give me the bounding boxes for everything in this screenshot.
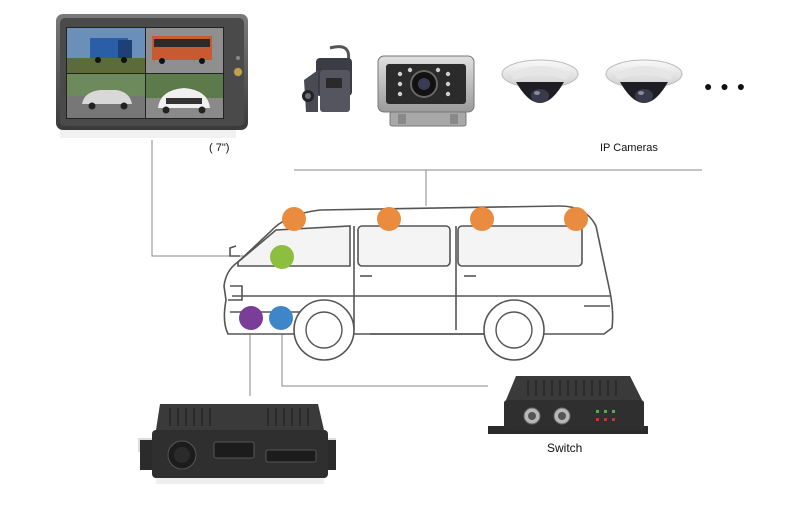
marker-purple-dvr [239, 306, 263, 330]
marker-orange-2 [377, 207, 401, 231]
network-switch [488, 376, 648, 434]
marker-orange-4 [564, 207, 588, 231]
more-cameras-dots: ● ● ● [704, 78, 748, 94]
camera-markers [239, 207, 588, 330]
van-rear-wheel [483, 299, 545, 361]
monitor-size-label: ( 7") [209, 142, 230, 154]
dome-camera-2 [605, 59, 683, 103]
bullet-box-camera [377, 55, 475, 127]
mini-camera [302, 45, 352, 112]
mobile-dvr [138, 404, 336, 484]
monitor-sensor [236, 56, 240, 60]
monitor-power-button [233, 67, 243, 77]
van-front-wheel [293, 299, 355, 361]
ip-cameras-label: IP Cameras [600, 142, 658, 154]
marker-orange-3 [470, 207, 494, 231]
marker-orange-1 [282, 207, 306, 231]
monitor-screen [66, 27, 224, 119]
switch-label: Switch [547, 441, 583, 455]
marker-blue-switch [269, 306, 293, 330]
dome-camera-1 [501, 59, 579, 103]
monitor-display [56, 14, 248, 138]
marker-green-monitor [270, 245, 294, 269]
switch-connection-line [281, 330, 488, 387]
